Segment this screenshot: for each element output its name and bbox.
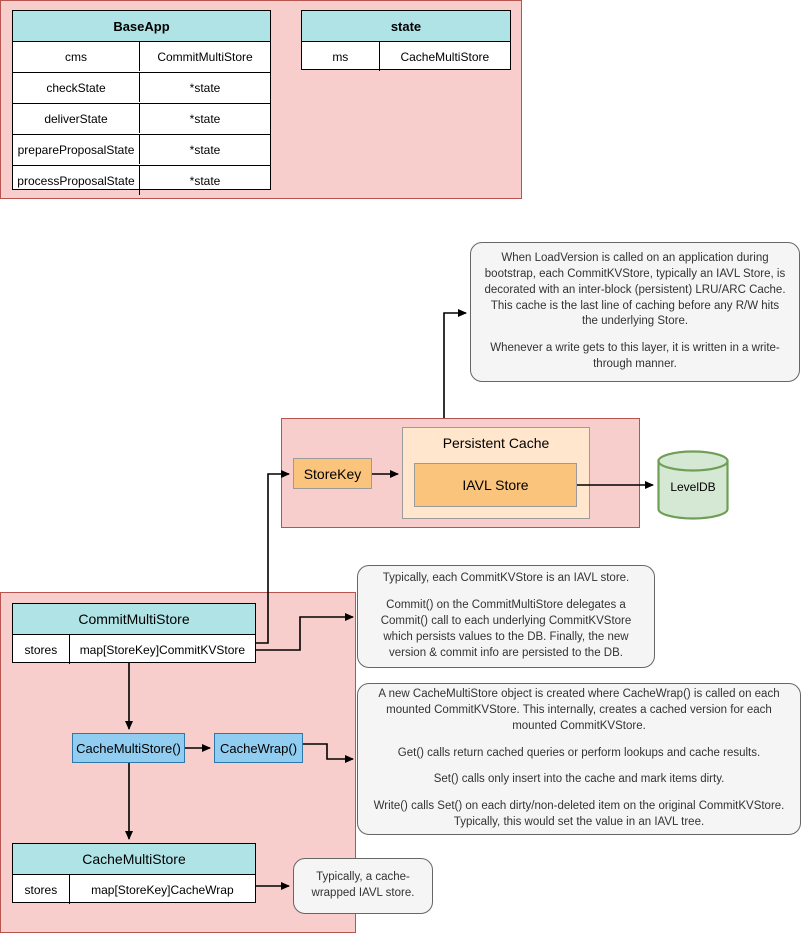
note-load-version-p2: Whenever a write gets to this layer, it … <box>490 342 780 371</box>
table-row: processProposalState *state <box>13 166 270 195</box>
note-commit-kvstore-p1: Typically, each CommitKVStore is an IAVL… <box>382 572 630 585</box>
commit-multistore-field: stores <box>13 635 70 664</box>
cache-wrap-call-box: CacheWrap() <box>214 733 303 763</box>
leveldb-cylinder: LevelDB <box>657 450 729 520</box>
baseapp-field: processProposalState <box>13 166 140 195</box>
note-cache-multistore: A new CacheMultiStore object is created … <box>357 683 801 835</box>
persistent-cache-label: Persistent Cache <box>442 435 550 451</box>
note-cache-multistore-p1: A new CacheMultiStore object is created … <box>378 688 780 732</box>
iavl-store-label: IAVL Store <box>462 477 529 493</box>
cache-multistore-field: stores <box>13 875 70 904</box>
state-field: ms <box>302 42 380 71</box>
note-commit-kvstore: Typically, each CommitKVStore is an IAVL… <box>357 565 655 668</box>
note-load-version: When LoadVersion is called on an applica… <box>470 242 800 382</box>
note-cache-multistore-p4: Write() calls Set() on each dirty/non-de… <box>373 800 785 829</box>
edge-persistent-cache-to-note <box>443 309 467 418</box>
state-table-title: state <box>302 11 510 42</box>
baseapp-field: deliverState <box>13 104 140 133</box>
table-row: stores map[StoreKey]CacheWrap <box>13 875 255 904</box>
iavl-store-box: IAVL Store <box>414 463 577 507</box>
table-row: cms CommitMultiStore <box>13 42 270 73</box>
commit-multistore-title: CommitMultiStore <box>13 604 255 635</box>
cache-multistore-call-label: CacheMultiStore() <box>76 740 181 756</box>
baseapp-type: *state <box>189 142 221 157</box>
note-load-version-p1: When LoadVersion is called on an applica… <box>484 252 786 328</box>
baseapp-type: *state <box>189 80 221 95</box>
cache-wrap-call-label: CacheWrap() <box>219 740 298 756</box>
leveldb-shape <box>657 450 729 520</box>
baseapp-field: cms <box>13 42 140 71</box>
baseapp-type: *state <box>189 111 221 126</box>
state-table: state ms CacheMultiStore <box>301 10 511 71</box>
note-cache-wrapped: Typically, a cache-wrapped IAVL store. <box>293 858 433 914</box>
state-type: CacheMultiStore <box>400 49 490 64</box>
baseapp-table: BaseApp cms CommitMultiStore checkState … <box>12 10 271 195</box>
cache-multistore-type: map[StoreKey]CacheWrap <box>91 882 234 897</box>
baseapp-table-title: BaseApp <box>13 11 270 42</box>
cache-multistore-title: CacheMultiStore <box>13 844 255 875</box>
note-cache-multistore-p2: Get() calls return cached queries or per… <box>397 746 761 759</box>
commit-multistore-type: map[StoreKey]CommitKVStore <box>79 642 246 657</box>
cache-multistore-table: CacheMultiStore stores map[StoreKey]Cach… <box>12 843 256 904</box>
table-row: stores map[StoreKey]CommitKVStore <box>13 635 255 664</box>
table-row: checkState *state <box>13 73 270 104</box>
store-key-label: StoreKey <box>303 465 362 482</box>
baseapp-type: *state <box>189 173 221 188</box>
note-commit-kvstore-p2: Commit() on the CommitMultiStore delegat… <box>380 599 632 659</box>
commit-multistore-table: CommitMultiStore stores map[StoreKey]Com… <box>12 603 256 664</box>
baseapp-type: CommitMultiStore <box>157 49 253 64</box>
table-row: deliverState *state <box>13 104 270 135</box>
store-key-box: StoreKey <box>293 458 372 489</box>
baseapp-field: prepareProposalState <box>13 135 140 164</box>
cache-multistore-call-box: CacheMultiStore() <box>72 733 185 763</box>
table-row: prepareProposalState *state <box>13 135 270 166</box>
note-cache-multistore-p3: Set() calls only insert into the cache a… <box>433 773 725 786</box>
table-row: ms CacheMultiStore <box>302 42 510 71</box>
note-cache-wrapped-p1: Typically, a cache-wrapped IAVL store. <box>311 871 415 899</box>
baseapp-field: checkState <box>13 73 140 102</box>
